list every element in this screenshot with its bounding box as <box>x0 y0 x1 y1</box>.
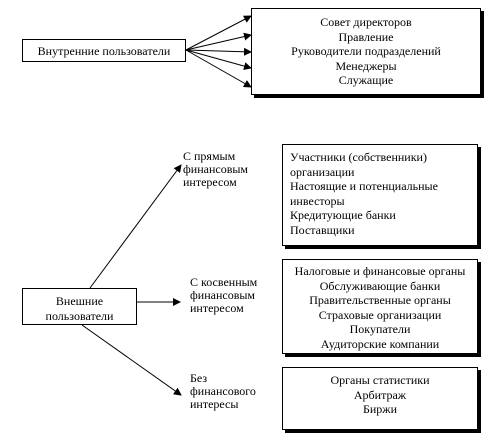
direct-item: организации <box>290 164 355 179</box>
direct-item: Настоящие и потенциальные <box>290 179 438 194</box>
target-board: Совет директоров <box>320 15 412 29</box>
target-managers: Менеджеры <box>335 58 397 73</box>
internal-users-box: Внутренние пользователи <box>22 39 186 62</box>
internal-targets-box: Совет директоров Правление Руководители … <box>251 8 481 95</box>
direct-item: инвесторы <box>290 193 345 208</box>
direct-interest-box: Участники (собственники) организации Нас… <box>282 144 478 246</box>
direct-item: Поставщики <box>290 222 355 237</box>
external-users-box: Внешние пользователи <box>22 288 137 325</box>
indirect-item: Налоговые и финансовые органы <box>294 264 466 278</box>
no-interest-item: Органы статистики <box>330 373 430 387</box>
target-employees: Служащие <box>338 73 394 88</box>
indirect-item: Покупатели <box>349 322 411 337</box>
direct-interest-label: С прямым финансовым интересом <box>183 149 249 189</box>
direct-item: Кредитующие банки <box>290 208 396 223</box>
arrow-to-management <box>185 32 252 51</box>
arrow-to-no-interest <box>81 324 182 396</box>
arrow-to-direct-interest <box>89 164 182 289</box>
no-interest-label: Без финансового интересы <box>190 371 256 411</box>
indirect-item: Правительственные органы <box>309 293 451 308</box>
no-interest-item: Биржи <box>362 402 398 417</box>
external-users-label-2: пользователи <box>45 308 114 323</box>
indirect-item: Обслуживающие банки <box>319 278 441 293</box>
indirect-item: Аудиторские компании <box>320 336 440 351</box>
indirect-interest-label: С косвенным финансовым интересом <box>190 275 258 315</box>
external-users-label-1: Внешние <box>55 294 104 308</box>
direct-item: Участники (собственники) <box>290 150 427 164</box>
indirect-interest-box: Налоговые и финансовые органы Обслуживаю… <box>282 259 478 354</box>
arrow-to-employees <box>185 49 252 88</box>
no-interest-box: Органы статистики Арбитраж Биржи <box>282 367 478 430</box>
arrow-to-department-heads <box>185 47 252 56</box>
internal-users-label: Внутренние пользователи <box>37 44 171 58</box>
indirect-item: Страховые организации <box>318 307 442 322</box>
arrow-to-board <box>185 15 252 51</box>
target-management: Правление <box>338 29 394 44</box>
no-interest-item: Арбитраж <box>353 387 407 402</box>
target-department-heads: Руководители подразделений <box>291 44 441 59</box>
arrow-to-managers <box>185 49 252 70</box>
